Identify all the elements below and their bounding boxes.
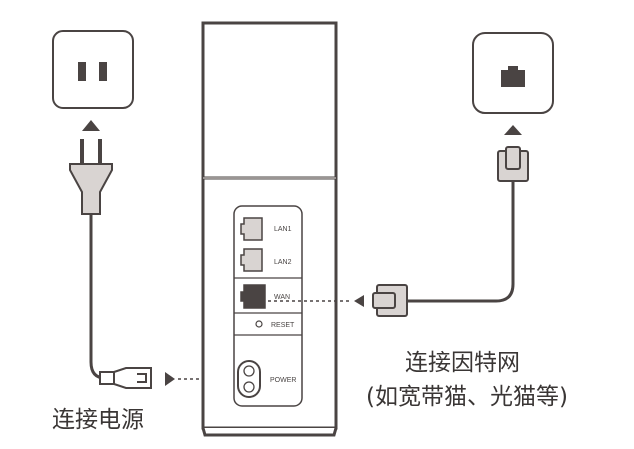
wan-label: WAN (274, 294, 290, 301)
lan1-port-icon (240, 217, 263, 241)
power-label: POWER (270, 377, 296, 384)
power-outlet-icon (52, 30, 134, 109)
arrow-right-icon (165, 372, 175, 386)
power-plug-icon (69, 139, 113, 215)
connect-power-label: 连接电源 (52, 407, 144, 433)
ethernet-port-icon (472, 32, 554, 114)
arrow-up-icon (82, 120, 100, 131)
arrow-left-icon (354, 295, 364, 307)
ethernet-plug-icon (372, 284, 408, 317)
lan2-port-icon (240, 248, 263, 272)
wan-port-icon (240, 284, 266, 309)
power-connector-icon (99, 367, 152, 389)
reset-label: RESET (271, 322, 295, 329)
arrow-up-icon (504, 125, 522, 135)
lan2-label: LAN2 (274, 259, 292, 266)
ethernet-cable (407, 181, 515, 303)
reset-button-icon (255, 320, 263, 328)
lan1-label: LAN1 (274, 226, 292, 233)
router: LAN1 LAN2 WAN RESET POWER (201, 21, 338, 437)
connect-internet-label: 连接因特网 (405, 350, 520, 376)
power-cord (89, 214, 112, 380)
ethernet-plug-icon (497, 146, 529, 182)
internet-examples-label: (如宽带猫、光猫等) (366, 384, 568, 410)
